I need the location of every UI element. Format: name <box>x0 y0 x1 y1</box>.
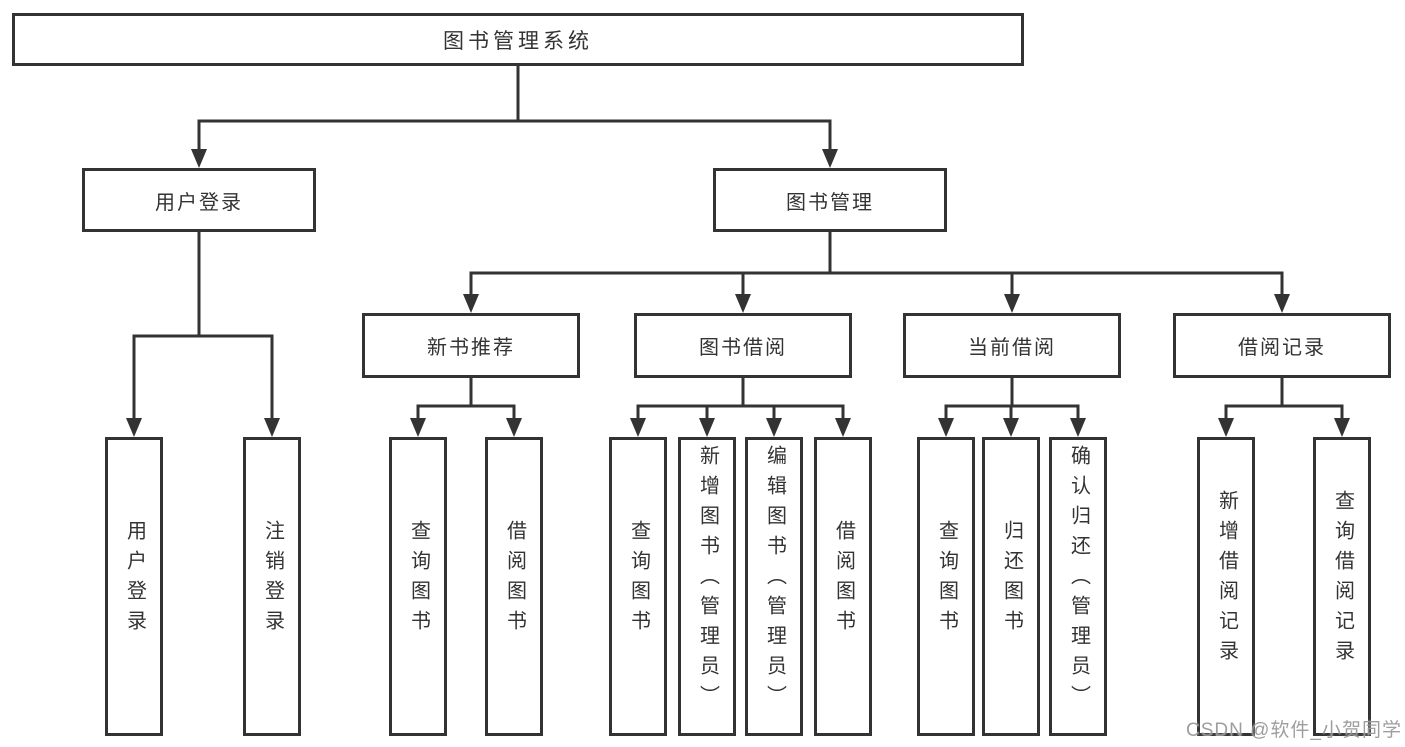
arrow-down-icon <box>191 149 207 168</box>
leaf-borrowing-query-books: 查询图书 <box>609 437 667 736</box>
leaf-edit-books-admin: 编辑图书（管理员） <box>745 437 803 736</box>
arrow-down-icon <box>1003 418 1019 437</box>
leaf-borrowing-borrow-books: 借阅图书 <box>814 437 872 736</box>
leaf-add-books-admin-label: 新增图书（管理员） <box>696 444 719 715</box>
leaf-recommend-borrow-books-label: 借阅图书 <box>503 519 526 640</box>
arrow-down-icon <box>126 418 142 437</box>
arrow-down-icon <box>699 418 715 437</box>
leaf-recommend-query-books: 查询图书 <box>389 437 447 736</box>
arrow-down-icon <box>1334 418 1350 437</box>
arrow-down-icon <box>1218 418 1234 437</box>
leaf-borrowing-query-books-label: 查询图书 <box>627 519 650 640</box>
leaf-add-borrow-record: 新增借阅记录 <box>1197 437 1255 736</box>
leaf-return-books: 归还图书 <box>982 437 1040 736</box>
node-current-borrowing: 当前借阅 <box>903 313 1121 378</box>
arrow-down-icon <box>835 418 851 437</box>
arrow-down-icon <box>1070 418 1086 437</box>
node-book-management-label: 图书管理 <box>786 191 874 214</box>
leaf-add-borrow-record-label: 新增借阅记录 <box>1215 489 1238 670</box>
leaf-current-query-books: 查询图书 <box>917 437 975 736</box>
leaf-query-borrow-record: 查询借阅记录 <box>1313 437 1371 736</box>
arrow-down-icon <box>938 418 954 437</box>
arrow-down-icon <box>1004 294 1020 313</box>
leaf-user-login-label: 用户登录 <box>123 519 146 640</box>
leaf-confirm-return-admin-label: 确认归还（管理员） <box>1067 444 1090 715</box>
node-book-borrowing: 图书借阅 <box>634 313 852 378</box>
leaf-edit-books-admin-label: 编辑图书（管理员） <box>763 444 786 715</box>
node-new-book-recommend: 新书推荐 <box>362 313 580 378</box>
node-user-login: 用户登录 <box>82 168 316 232</box>
leaf-logout: 注销登录 <box>243 437 301 736</box>
watermark: CSDN @软件_小贺同学 <box>1186 720 1402 741</box>
arrow-down-icon <box>264 418 280 437</box>
leaf-current-query-books-label: 查询图书 <box>935 519 958 640</box>
node-borrowing-records: 借阅记录 <box>1173 313 1391 378</box>
arrow-down-icon <box>766 418 782 437</box>
node-root: 图书管理系统 <box>12 13 1024 66</box>
leaf-return-books-label: 归还图书 <box>1000 519 1023 640</box>
node-user-login-label: 用户登录 <box>155 191 243 214</box>
leaf-add-books-admin: 新增图书（管理员） <box>678 437 736 736</box>
leaf-query-borrow-record-label: 查询借阅记录 <box>1331 489 1354 670</box>
node-book-borrowing-label: 图书借阅 <box>699 337 787 359</box>
arrow-down-icon <box>410 418 426 437</box>
arrow-down-icon <box>506 418 522 437</box>
leaf-recommend-query-books-label: 查询图书 <box>407 519 430 640</box>
leaf-user-login: 用户登录 <box>105 437 163 736</box>
leaf-logout-label: 注销登录 <box>261 519 284 640</box>
arrow-down-icon <box>1274 294 1290 313</box>
leaf-borrowing-borrow-books-label: 借阅图书 <box>832 519 855 640</box>
node-book-management: 图书管理 <box>713 168 947 232</box>
arrow-down-icon <box>735 294 751 313</box>
arrow-down-icon <box>822 149 838 168</box>
node-root-label: 图书管理系统 <box>443 29 593 53</box>
node-new-book-recommend-label: 新书推荐 <box>427 337 515 359</box>
leaf-confirm-return-admin: 确认归还（管理员） <box>1049 437 1107 736</box>
node-borrowing-records-label: 借阅记录 <box>1238 337 1326 359</box>
leaf-recommend-borrow-books: 借阅图书 <box>485 437 543 736</box>
arrow-down-icon <box>463 294 479 313</box>
arrow-down-icon <box>630 418 646 437</box>
node-current-borrowing-label: 当前借阅 <box>968 337 1056 359</box>
